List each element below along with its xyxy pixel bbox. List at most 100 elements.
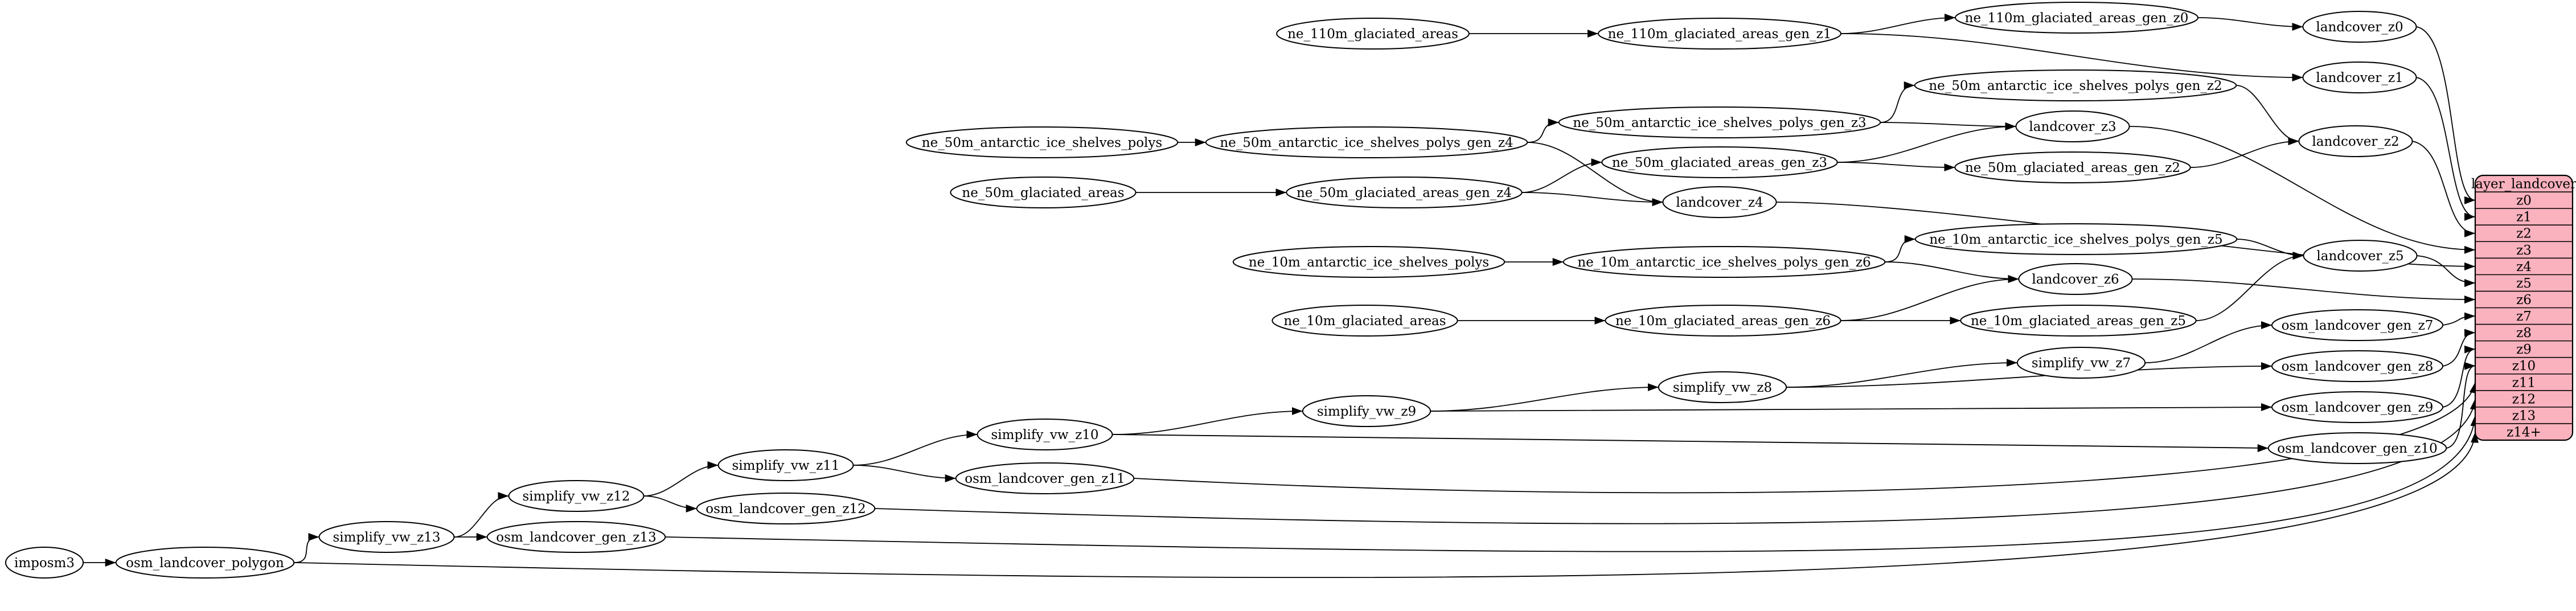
node-ellipse-simplify_vw_z8 xyxy=(1658,371,1787,403)
node-ellipse-imposm3 xyxy=(5,547,84,579)
table-row-z11: z11 xyxy=(2512,375,2536,390)
node-label-imposm3: imposm3 xyxy=(14,556,75,571)
node-ellipse-ne_50m_antarctic_ice_shelves_polys xyxy=(905,126,1179,158)
node-label-landcover_z0: landcover_z0 xyxy=(2316,20,2403,35)
table-row-label-z10: z10 xyxy=(2512,359,2536,374)
node-ellipse-landcover_z2 xyxy=(2298,125,2413,157)
table-row-z8: z8 xyxy=(2516,326,2532,341)
table-row-label-z14+: z14+ xyxy=(2507,425,2541,440)
edge-ne_50m_antarctic_ice_shelves_polys_gen_z4-to-landcover_z4 xyxy=(1527,142,1663,206)
node-ellipse-ne_10m_glaciated_areas xyxy=(1271,305,1458,337)
edge-simplify_vw_z11-to-simplify_vw_z10 xyxy=(853,430,978,466)
node-ne_10m_glaciated_areas: ne_10m_glaciated_areas xyxy=(1271,305,1458,337)
table-row-label-z9: z9 xyxy=(2516,342,2532,357)
table-row-label-z12: z12 xyxy=(2512,392,2536,407)
edge-ne_10m_glaciated_areas_gen_z5-to-landcover_z5 xyxy=(2196,252,2304,321)
node-label-simplify_vw_z13: simplify_vw_z13 xyxy=(333,530,441,545)
node-label-landcover_z3: landcover_z3 xyxy=(2029,120,2116,134)
node-imposm3: imposm3 xyxy=(5,547,84,579)
table-row-label-z0: z0 xyxy=(2516,194,2532,208)
table-row-z3: z3 xyxy=(2516,243,2532,258)
node-ne_110m_glaciated_areas: ne_110m_glaciated_areas xyxy=(1276,18,1470,50)
node-ellipse-ne_50m_antarctic_ice_shelves_polys_gen_z2 xyxy=(1914,69,2237,101)
edge-simplify_vw_z8-to-osm_landcover_gen_z8 xyxy=(1786,362,2273,388)
node-ne_10m_antarctic_ice_shelves_polys_gen_z6: ne_10m_antarctic_ice_shelves_polys_gen_z… xyxy=(1562,246,1886,278)
edge-ne_50m_glaciated_areas_gen_z2-to-landcover_z2 xyxy=(2190,137,2299,168)
node-ellipse-simplify_vw_z7 xyxy=(2016,347,2146,379)
table-row-z12: z12 xyxy=(2512,392,2536,407)
node-ellipse-osm_landcover_gen_z7 xyxy=(2271,309,2443,341)
node-ne_50m_glaciated_areas_gen_z4: ne_50m_glaciated_areas_gen_z4 xyxy=(1286,177,1523,208)
node-ellipse-landcover_z3 xyxy=(2015,110,2130,142)
node-landcover_z0: landcover_z0 xyxy=(2302,11,2417,43)
node-ne_10m_antarctic_ice_shelves_polys_gen_z5: ne_10m_antarctic_ice_shelves_polys_gen_z… xyxy=(1914,223,2238,255)
table-row-z0: z0 xyxy=(2516,194,2532,208)
node-label-ne_10m_glaciated_areas: ne_10m_glaciated_areas xyxy=(1283,314,1446,329)
node-label-ne_50m_antarctic_ice_shelves_polys_gen_z2: ne_50m_antarctic_ice_shelves_polys_gen_z… xyxy=(1929,79,2222,93)
node-landcover_z1: landcover_z1 xyxy=(2302,61,2417,93)
node-osm_landcover_gen_z7: osm_landcover_gen_z7 xyxy=(2271,309,2443,341)
edge-ne_10m_antarctic_ice_shelves_polys_gen_z5-to-landcover_z5 xyxy=(2237,239,2304,260)
edge-landcover_z5-to-layer-z5 xyxy=(2417,255,2476,287)
edge-osm_landcover_polygon-to-layer-z14+ xyxy=(294,432,2479,579)
node-ellipse-ne_10m_antarctic_ice_shelves_polys_gen_z5 xyxy=(1914,223,2238,255)
node-ellipse-osm_landcover_gen_z13 xyxy=(486,521,666,553)
edge-simplify_vw_z13-to-simplify_vw_z12 xyxy=(454,492,509,538)
node-ne_50m_glaciated_areas_gen_z2: ne_50m_glaciated_areas_gen_z2 xyxy=(1954,151,2191,183)
node-label-landcover_z1: landcover_z1 xyxy=(2316,71,2403,85)
edge-ne_50m_glaciated_areas_gen_z4-to-landcover_z4 xyxy=(1521,192,1663,206)
node-landcover_z6: landcover_z6 xyxy=(2018,263,2133,295)
node-label-osm_landcover_gen_z8: osm_landcover_gen_z8 xyxy=(2282,359,2434,374)
node-label-simplify_vw_z7: simplify_vw_z7 xyxy=(2032,356,2131,371)
node-label-ne_10m_glaciated_areas_gen_z5: ne_10m_glaciated_areas_gen_z5 xyxy=(1971,314,2186,329)
node-ellipse-ne_50m_antarctic_ice_shelves_polys_gen_z3 xyxy=(1558,106,1881,138)
node-ellipse-ne_110m_glaciated_areas xyxy=(1276,18,1470,50)
node-label-simplify_vw_z11: simplify_vw_z11 xyxy=(732,458,840,473)
node-ellipse-simplify_vw_z9 xyxy=(1302,395,1431,427)
node-label-landcover_z4: landcover_z4 xyxy=(1676,195,1763,210)
edge-ne_10m_antarctic_ice_shelves_polys_gen_z6-to-landcover_z6 xyxy=(1885,261,2019,283)
node-ellipse-landcover_z5 xyxy=(2303,240,2418,272)
node-osm_landcover_gen_z9: osm_landcover_gen_z9 xyxy=(2271,391,2443,423)
edge-ne_110m_glaciated_areas_gen_z1-to-ne_110m_glaciated_areas_gen_z0 xyxy=(1840,14,1956,34)
edge-osm_landcover_gen_z9-to-layer-z9 xyxy=(2442,345,2476,408)
node-label-ne_50m_glaciated_areas: ne_50m_glaciated_areas xyxy=(962,186,1124,200)
table-row-z10: z10 xyxy=(2512,359,2536,374)
node-ellipse-ne_10m_antarctic_ice_shelves_polys xyxy=(1232,246,1506,278)
node-landcover_z4: landcover_z4 xyxy=(1662,186,1777,218)
node-ellipse-landcover_z1 xyxy=(2302,61,2417,93)
node-ne_50m_antarctic_ice_shelves_polys_gen_z4: ne_50m_antarctic_ice_shelves_polys_gen_z… xyxy=(1205,126,1528,158)
edge-ne_110m_glaciated_areas_gen_z1-to-landcover_z1 xyxy=(1840,33,2303,81)
edge-ne_50m_antarctic_ice_shelves_polys_gen_z3-to-ne_50m_antarctic_ice_shelves_polys_gen_z2 xyxy=(1880,81,1915,123)
node-simplify_vw_z9: simplify_vw_z9 xyxy=(1302,395,1431,427)
node-simplify_vw_z7: simplify_vw_z7 xyxy=(2016,347,2146,379)
node-ne_50m_antarctic_ice_shelves_polys: ne_50m_antarctic_ice_shelves_polys xyxy=(905,126,1179,158)
node-label-ne_110m_glaciated_areas_gen_z1: ne_110m_glaciated_areas_gen_z1 xyxy=(1608,27,1832,42)
node-label-osm_landcover_gen_z7: osm_landcover_gen_z7 xyxy=(2282,318,2434,333)
node-ellipse-ne_110m_glaciated_areas_gen_z1 xyxy=(1598,18,1841,50)
edge-osm_landcover_gen_z7-to-layer-z7 xyxy=(2442,312,2476,326)
edge-landcover_z0-to-layer-z0 xyxy=(2416,26,2476,204)
node-ellipse-landcover_z0 xyxy=(2302,11,2417,43)
node-ellipse-osm_landcover_polygon xyxy=(115,547,295,579)
node-landcover_z3: landcover_z3 xyxy=(2015,110,2130,142)
table-row-z14+: z14+ xyxy=(2507,425,2541,440)
table-row-label-z11: z11 xyxy=(2512,375,2536,390)
table-row-z1: z1 xyxy=(2516,210,2532,225)
table-row-z4: z4 xyxy=(2516,260,2532,274)
edge-ne_50m_antarctic_ice_shelves_polys_gen_z4-to-ne_50m_antarctic_ice_shelves_polys_gen_z3 xyxy=(1527,118,1559,143)
node-osm_landcover_gen_z10: osm_landcover_gen_z10 xyxy=(2267,432,2447,464)
table-title: layer_landcover xyxy=(2471,177,2576,192)
node-osm_landcover_gen_z13: osm_landcover_gen_z13 xyxy=(486,521,666,553)
edge-simplify_vw_z8-to-simplify_vw_z7 xyxy=(1786,359,2017,388)
table-row-label-z6: z6 xyxy=(2516,293,2532,307)
node-ellipse-ne_50m_glaciated_areas xyxy=(950,177,1137,208)
edge-simplify_vw_z11-to-osm_landcover_gen_z11 xyxy=(853,465,956,482)
edge-osm_landcover_polygon-to-simplify_vw_z13 xyxy=(294,533,319,563)
node-osm_landcover_gen_z11: osm_landcover_gen_z11 xyxy=(955,462,1135,494)
node-ellipse-landcover_z6 xyxy=(2018,263,2133,295)
edge-ne_50m_glaciated_areas_gen_z3-to-ne_50m_glaciated_areas_gen_z2 xyxy=(1837,162,1955,171)
node-label-osm_landcover_gen_z9: osm_landcover_gen_z9 xyxy=(2282,400,2434,415)
